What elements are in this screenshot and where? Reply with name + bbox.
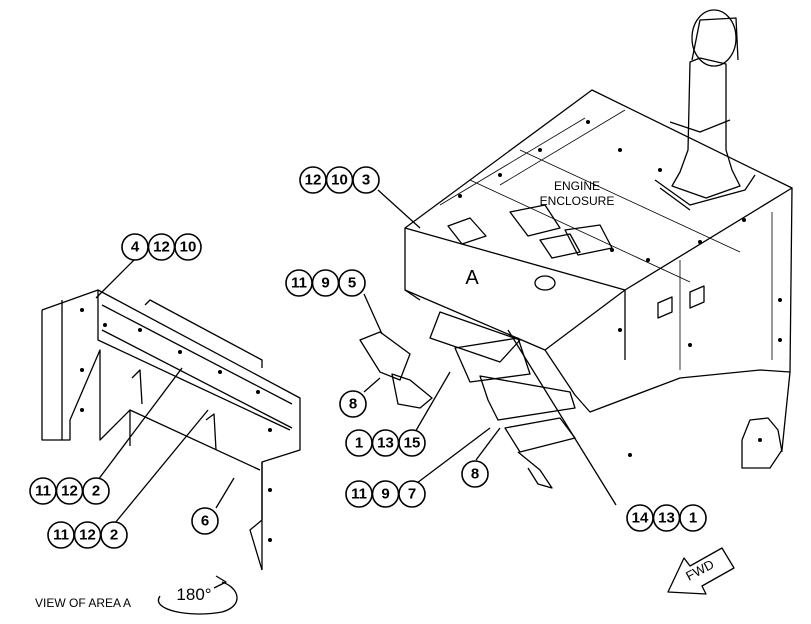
callout-balloon: 12	[147, 233, 176, 261]
callout-number: 5	[348, 275, 356, 292]
callout-balloon: 4	[121, 233, 149, 261]
callout-balloon: 13	[652, 504, 681, 532]
callout-balloon: 3	[352, 166, 380, 194]
callout-number: 6	[201, 513, 209, 530]
fwd-arrow-icon: FWD	[667, 547, 735, 595]
callout-number: 9	[321, 275, 329, 292]
callout-group-g-11-12-2-b: 11 12 2	[47, 521, 128, 549]
engine-enclosure-drawing: A ENGINE ENCLOSURE	[359, 9, 793, 489]
area-a-marker: A	[465, 267, 479, 289]
fwd-label: FWD	[683, 556, 716, 583]
callout-balloon: 13	[371, 429, 400, 457]
callout-number: 4	[131, 239, 140, 256]
callout-balloon: 8	[339, 390, 367, 418]
callout-number: 1	[689, 510, 697, 527]
callout-number: 10	[180, 239, 197, 256]
callout-number: 7	[408, 486, 416, 503]
rotation-label: 180°	[176, 585, 211, 604]
callout-number: 11	[53, 527, 69, 544]
callout-balloon: 10	[174, 233, 202, 261]
leader-lines	[95, 189, 617, 524]
callout-number: 1	[355, 435, 363, 452]
callout-number: 13	[658, 510, 675, 527]
callout-group-g-12-10-3: 12 10 3	[299, 166, 380, 194]
callout-number: 12	[153, 239, 170, 256]
callout-balloon: 2	[100, 521, 128, 549]
callout-balloon: 14	[626, 504, 654, 532]
callout-balloon: 11	[47, 521, 75, 549]
callout-number: 11	[351, 486, 367, 503]
callout-balloon: 8	[461, 460, 489, 488]
callout-group-g-11-12-2-a: 11 12 2	[29, 477, 110, 505]
callout-balloon: 1	[679, 504, 707, 532]
callout-group-g-14-13-1: 14 13 1	[626, 504, 707, 532]
engine-enclosure-label-line2: ENCLOSURE	[540, 194, 615, 208]
rotation-arrow-icon	[157, 581, 238, 615]
callout-number: 8	[471, 466, 479, 483]
callout-group-g-11-9-7: 11 9 7	[345, 480, 426, 508]
callout-balloon: 10	[325, 166, 354, 194]
callout-group-g-8-upper: 8	[339, 390, 367, 418]
callout-number: 2	[110, 527, 118, 544]
callout-number: 9	[381, 486, 389, 503]
callout-number: 11	[291, 275, 307, 292]
callout-number: 2	[92, 483, 100, 500]
callout-group-g-11-9-5: 11 9 5	[285, 269, 366, 297]
callout-balloons: 12 10 3 4 12 10 11 9 5 8 1 13 15 8 11 9 7 11 12 2 11 12 2 6 14 13…	[29, 166, 707, 549]
callout-number: 13	[377, 435, 394, 452]
callout-number: 12	[305, 172, 322, 189]
callout-group-g-6: 6	[191, 507, 219, 535]
callout-balloon: 11	[285, 269, 313, 297]
engine-enclosure-label-line1: ENGINE	[554, 179, 600, 193]
callout-balloon: 15	[398, 429, 426, 457]
callout-number: 11	[35, 483, 51, 500]
callout-balloon: 9	[311, 269, 340, 297]
callout-balloon: 1	[345, 429, 373, 457]
callout-balloon: 12	[299, 166, 327, 194]
callout-number: 10	[331, 172, 348, 189]
callout-group-g-8-lower: 8	[461, 460, 489, 488]
callout-balloon: 9	[371, 480, 400, 508]
callout-group-g-4-12-10: 4 12 10	[121, 233, 202, 261]
callout-number: 8	[349, 396, 357, 413]
callout-group-g-1-13-15: 1 13 15	[345, 429, 426, 457]
callout-balloon: 12	[55, 477, 84, 505]
callout-number: 14	[632, 510, 649, 527]
callout-number: 12	[79, 527, 96, 544]
view-of-area-label: VIEW OF AREA A	[35, 596, 131, 610]
callout-number: 12	[61, 483, 78, 500]
callout-balloon: 2	[82, 477, 110, 505]
callout-balloon: 12	[73, 521, 102, 549]
callout-number: 3	[362, 172, 370, 189]
callout-balloon: 6	[191, 507, 219, 535]
callout-balloon: 5	[338, 269, 366, 297]
callout-number: 15	[404, 435, 421, 452]
callout-balloon: 11	[29, 477, 57, 505]
callout-balloon: 7	[398, 480, 426, 508]
area-a-bracket-drawing: VIEW OF AREA A 180°	[35, 289, 301, 615]
callout-balloon: 11	[345, 480, 373, 508]
